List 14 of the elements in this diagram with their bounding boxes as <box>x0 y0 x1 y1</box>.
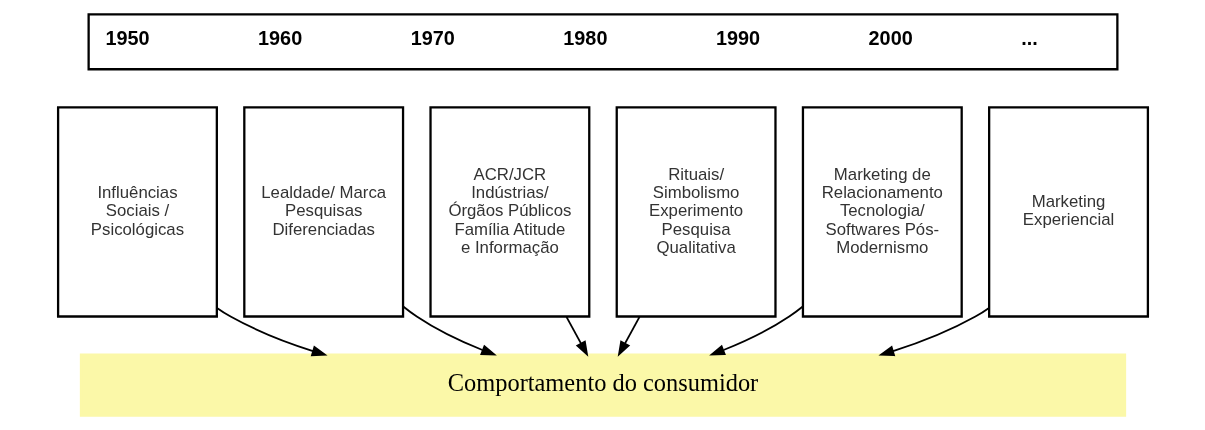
arrow <box>708 305 804 356</box>
arrow <box>877 306 990 357</box>
arrow <box>565 315 588 357</box>
node-box: Comportamento do consumidor <box>79 353 1126 417</box>
arrow <box>215 306 328 357</box>
node-box: Influências Sociais / Psicológicas <box>56 106 218 318</box>
node-box: 1950 1960 1970 1980 1990 2000 ... <box>87 13 1118 71</box>
arrow <box>401 305 497 356</box>
node-box: Marketing de Relacionamento Tecnologia/ Softwares Pós-Modernismo <box>801 106 963 318</box>
arrow <box>617 315 640 357</box>
node-box: Lealdade/ Marca Pesquisas Diferenciadas <box>242 106 404 318</box>
node-box: Rituais/ Simbolismo Experimento Pesquisa Qualitativa <box>615 106 777 318</box>
node-box: Marketing Experiencial <box>987 106 1149 318</box>
node-box: ACR/JCR Indústrias/ Órgãos Públicos Família Atitude e Informação <box>428 106 590 318</box>
